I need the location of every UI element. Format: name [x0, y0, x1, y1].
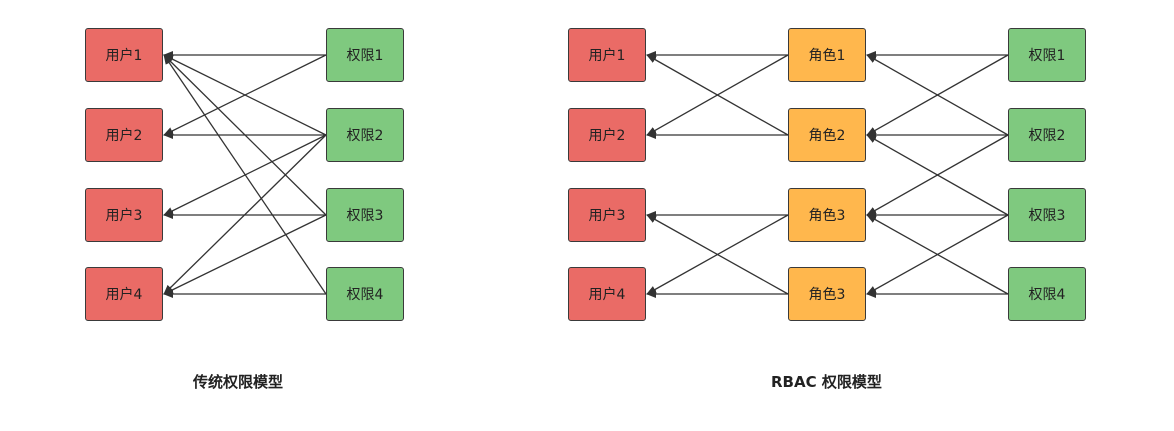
trad-permission-4: 权限4 [326, 267, 404, 321]
rbac-role-3: 角色3 [788, 188, 866, 242]
rbac-permission-4: 权限4 [1008, 267, 1086, 321]
trad-user-4: 用户4 [85, 267, 163, 321]
rbac-permission-2: 权限2 [1008, 108, 1086, 162]
rbac-user-3: 用户3 [568, 188, 646, 242]
trad-permission-3: 权限3 [326, 188, 404, 242]
rbac-user-1: 用户1 [568, 28, 646, 82]
rbac-role-4: 角色3 [788, 267, 866, 321]
trad-user-1: 用户1 [85, 28, 163, 82]
trad-user-2: 用户2 [85, 108, 163, 162]
traditional-edges [163, 51, 327, 298]
edge-permission-2-to-user-1 [163, 54, 327, 136]
traditional-caption: 传统权限模型 [193, 373, 284, 391]
trad-permission-2: 权限2 [326, 108, 404, 162]
trad-user-3: 用户3 [85, 188, 163, 242]
rbac-user-2: 用户2 [568, 108, 646, 162]
rbac-permission-1: 权限1 [1008, 28, 1086, 82]
edge-permission-3-to-user-1 [163, 54, 327, 216]
rbac-caption: RBAC 权限模型 [771, 373, 882, 391]
edge-role-4-to-user-3 [646, 214, 789, 295]
rbac-role-1: 角色1 [788, 28, 866, 82]
edge-permission-3-to-role-2 [866, 134, 1009, 216]
edge-permission-4-to-role-3 [866, 214, 1009, 295]
edge-permission-3-to-user-4 [163, 214, 327, 295]
edge-role-2-to-user-1 [646, 54, 789, 136]
trad-permission-1: 权限1 [326, 28, 404, 82]
rbac-role-2: 角色2 [788, 108, 866, 162]
edge-permission-2-to-role-1 [866, 54, 1009, 136]
edge-permission-4-to-user-1 [163, 54, 327, 295]
rbac-edges [646, 51, 1009, 298]
rbac-user-4: 用户4 [568, 267, 646, 321]
rbac-permission-3: 权限3 [1008, 188, 1086, 242]
